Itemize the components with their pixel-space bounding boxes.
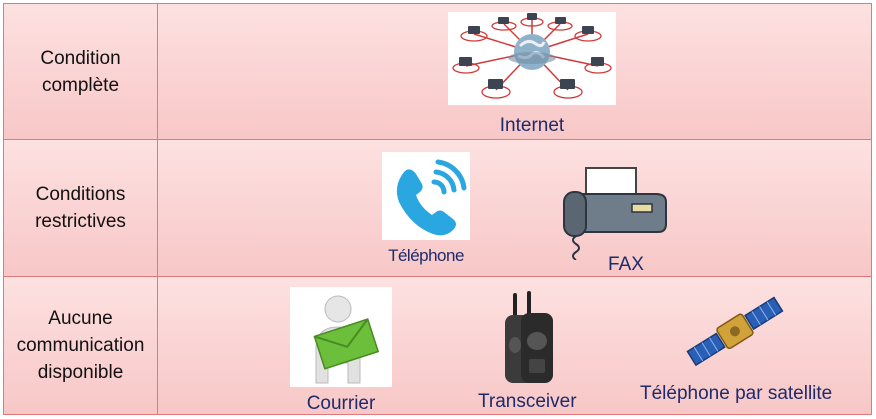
row-label-restrictive: Conditions restrictives (4, 140, 158, 277)
satellite-icon (686, 296, 784, 367)
row-label-text: Conditions restrictives (35, 184, 126, 232)
fax-machine-icon (563, 167, 667, 260)
transceiver-item: Transceiver (478, 289, 577, 413)
row-content-complete: Internet (158, 4, 871, 140)
transceiver-caption: Transceiver (478, 391, 577, 412)
courrier-item: Courrier (290, 287, 392, 415)
row-label-text: Condition complète (40, 47, 121, 96)
row-label-none: Aucune communication disponible (4, 277, 158, 414)
fax-item: FAX (560, 162, 670, 276)
telephone-item: Téléphone (382, 152, 470, 266)
satellite-phone-item: Téléphone par satellite (640, 289, 832, 405)
row-content-none: Courrier Transceiver (158, 277, 871, 414)
row-label-text: Aucune communication disponible (16, 308, 145, 383)
phone-icon (382, 152, 470, 240)
internet-caption: Internet (499, 115, 565, 136)
mail-person-icon (290, 287, 392, 387)
internet-item: Internet (448, 12, 616, 137)
communication-table: Condition complète (3, 3, 872, 415)
telephone-caption: Téléphone (388, 246, 464, 265)
fax-caption: FAX (608, 254, 644, 275)
row-content-restrictive: Téléphone FAX (158, 140, 871, 277)
courrier-caption: Courrier (306, 393, 376, 414)
walkie-talkie-icon (505, 291, 554, 383)
network-globe-icon (448, 12, 616, 105)
satellite-phone-caption: Téléphone par satellite (640, 383, 833, 404)
row-label-complete: Condition complète (4, 4, 158, 140)
